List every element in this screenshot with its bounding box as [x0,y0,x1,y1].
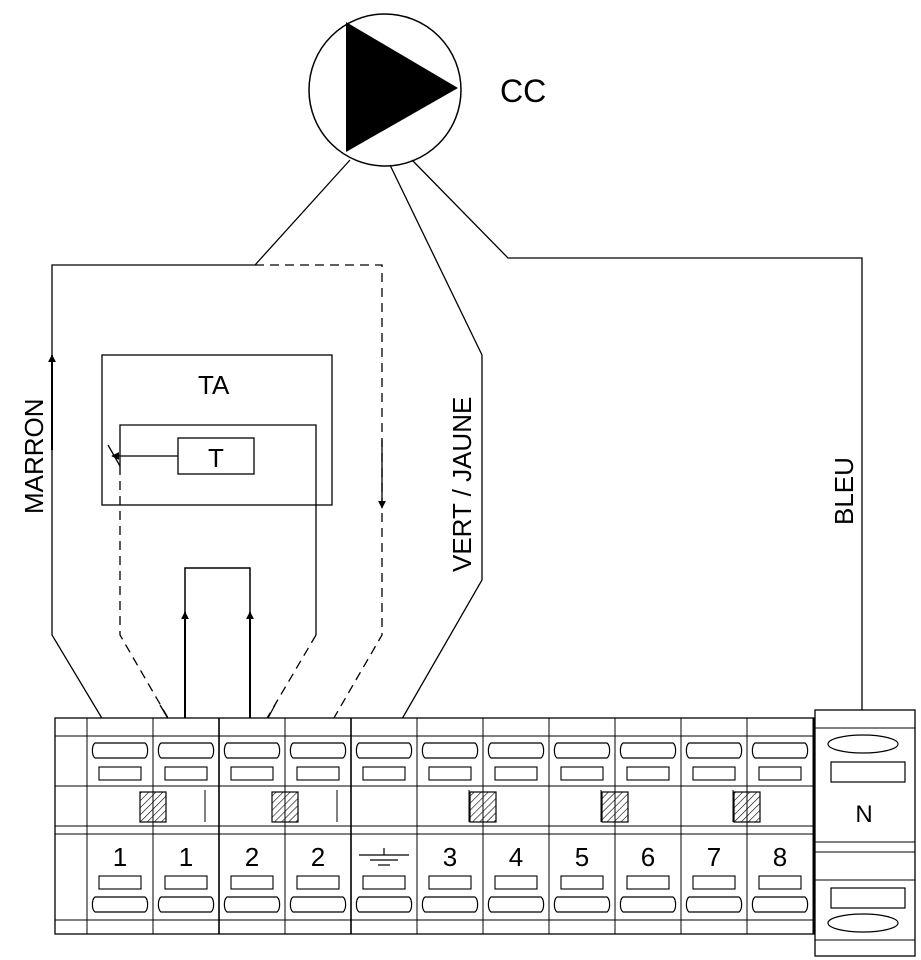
terminal-block: 1 1 2 2 3 4 5 6 7 8 [54,717,815,935]
terminal-label: 1 [113,842,127,872]
link-spring [271,786,299,826]
terminal-label: 3 [443,842,457,872]
terminal-label: 6 [641,842,655,872]
terminal-label: 5 [575,842,589,872]
terminal-label: 1 [179,842,193,872]
link-spring [601,786,629,826]
terminal-4: 2 [289,718,352,934]
terminal-5 [355,718,418,934]
thermostat-label: TA [198,370,230,400]
pump-symbol [308,13,462,167]
terminal-7: 4 [487,718,550,934]
earth-wire [386,164,483,746]
terminal-1: 1 [91,718,154,934]
terminal-11: 8 [751,718,814,934]
thermostat-wire-right [252,634,317,743]
room-thermostat [101,354,333,635]
link-spring [469,786,497,826]
dashed-control-wire [255,264,383,743]
terminal-label: 2 [311,842,325,872]
terminal-8: 5 [553,718,616,934]
terminal-9: 6 [619,718,682,934]
link-spring [733,786,761,826]
neutral-terminal [814,709,916,957]
earth-wire-label: VERT / JAUNE [447,397,477,572]
thermostat-wire-left [119,466,183,743]
brown-wire-label: MARRON [19,398,49,514]
neutral-wire-label: BLEU [829,457,859,525]
terminal-label: 4 [509,842,523,872]
pump-label: CC [500,73,546,109]
brown-wire [51,159,351,741]
neutral-label: N [855,801,872,828]
terminal-label: 7 [707,842,721,872]
ground-symbol [359,848,409,866]
terminal-label: 2 [245,842,259,872]
terminal-label: 8 [773,842,787,872]
terminal-2: 1 [157,718,220,934]
thermostat-sensor-label: T [208,443,224,473]
neutral-wire [411,159,863,714]
terminal-6: 3 [421,718,484,934]
bridge-wire [184,567,251,740]
link-spring [139,786,167,826]
